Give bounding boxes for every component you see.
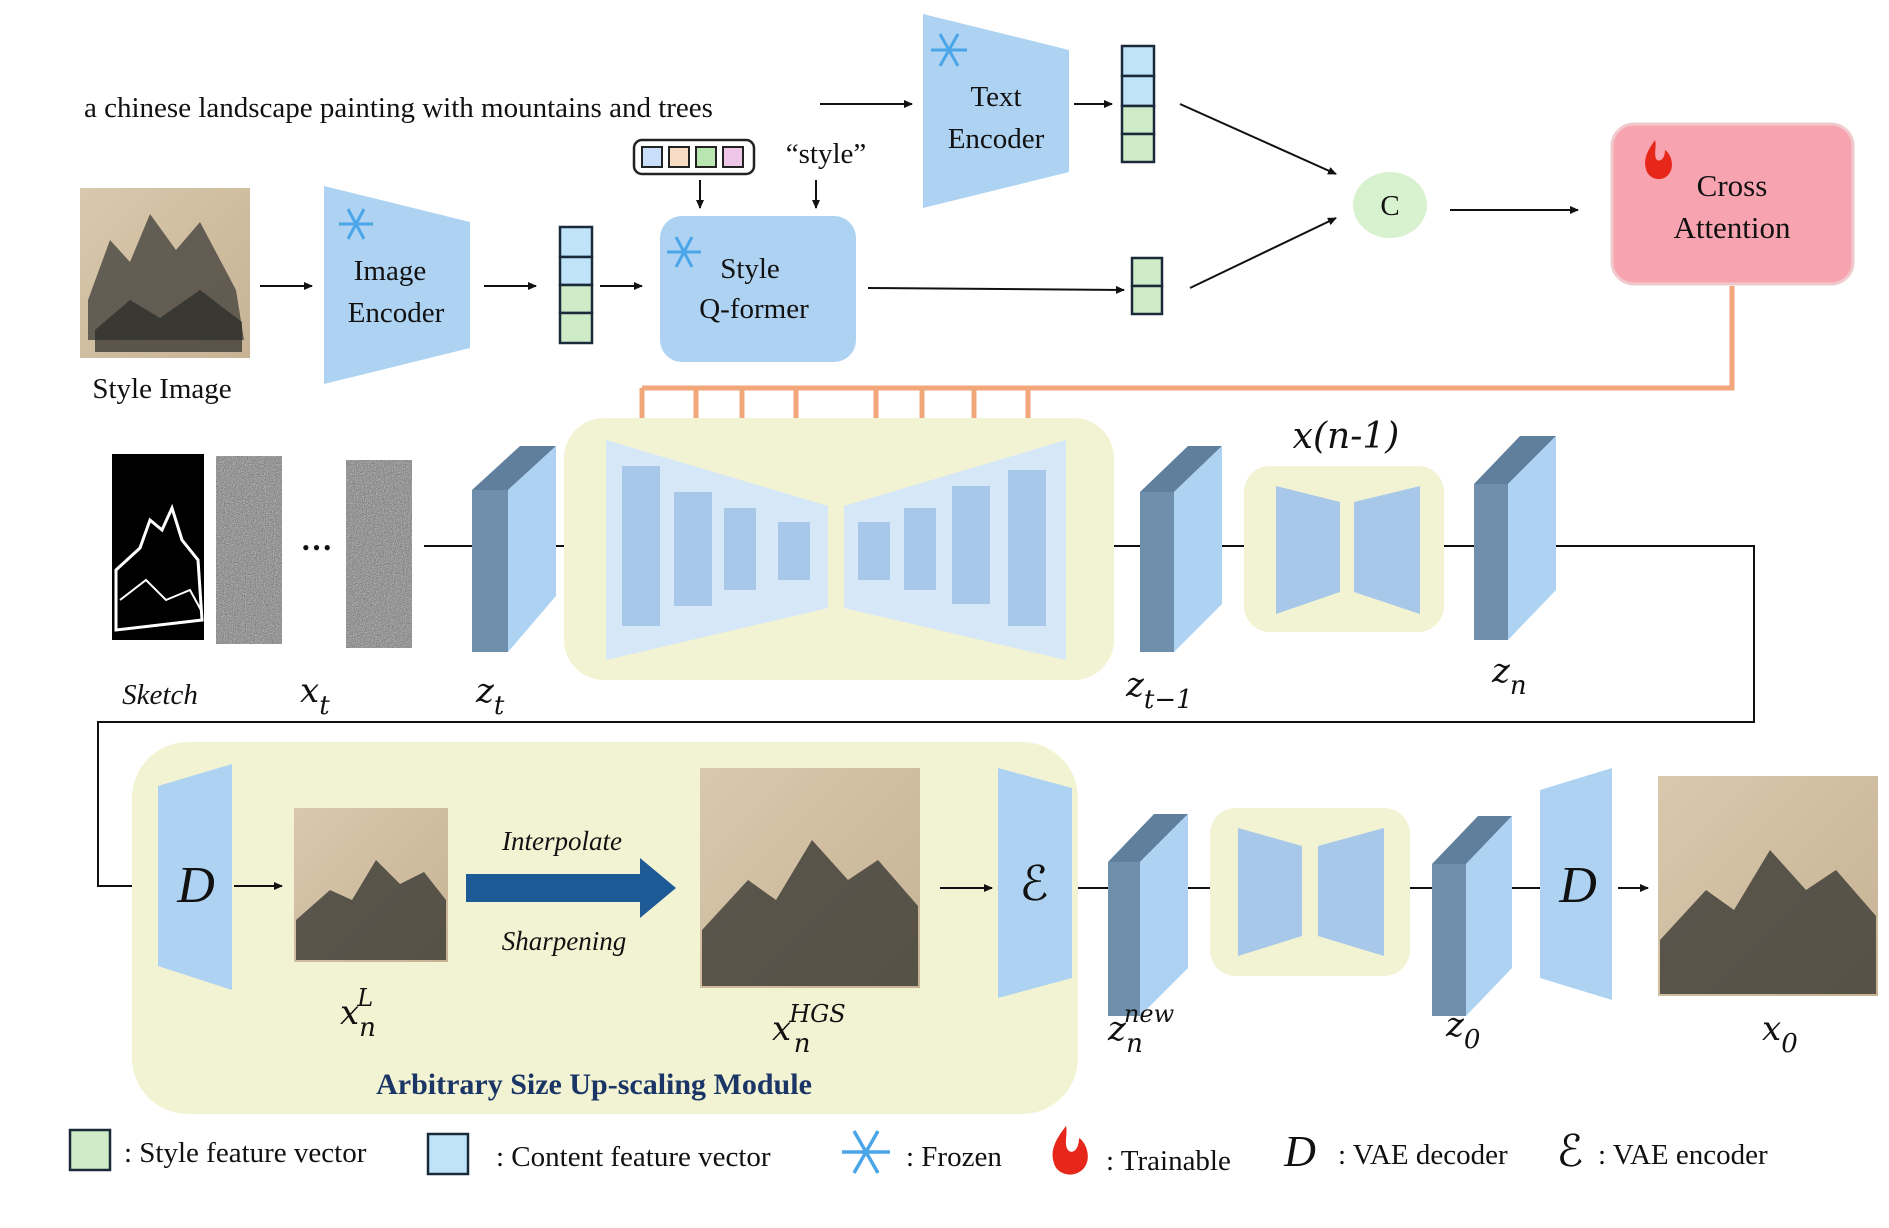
vae-decoder-1: D (158, 764, 232, 990)
decoder-symbol: D (176, 857, 215, 914)
legend-style-text: : Style feature vector (124, 1137, 367, 1169)
text-encoder-label-2: Encoder (948, 123, 1045, 155)
qformer-arrow (867, 285, 1125, 294)
hgs-image (700, 768, 920, 988)
ellipsis: ••• (302, 535, 334, 560)
style-word: “style” (786, 138, 867, 170)
concat-node: C (1353, 172, 1427, 238)
sketch-image (112, 454, 204, 640)
output-image (1658, 776, 1878, 996)
image-encoder: Image Encoder (324, 186, 470, 384)
style-qformer: Style Q-former (660, 216, 856, 362)
text-encoder-label-1: Text (970, 81, 1021, 113)
fire-icon (1645, 140, 1672, 180)
legend-encoder-symbol: ℰ (1557, 1127, 1584, 1176)
legend-decoder-text: : VAE decoder (1338, 1139, 1508, 1171)
zt1-label: zt−1 (1125, 665, 1193, 715)
unet-block (564, 418, 1114, 680)
xn1-label: x(n-1) (1293, 416, 1400, 457)
decoder-symbol-2: D (1558, 857, 1597, 914)
z0-latent (1432, 816, 1512, 1016)
snowflake-icon (931, 33, 967, 67)
cross-attention-block: Cross Attention (1610, 122, 1855, 286)
style-image-label: Style Image (92, 373, 231, 405)
snowflake-icon (339, 208, 373, 240)
style-to-concat-arrow (1189, 217, 1337, 289)
image-feature-vector (558, 225, 594, 345)
vae-decoder-2: D (1540, 768, 1612, 1000)
x0-label: x0 (1762, 1009, 1798, 1059)
z0-label: z0 (1445, 1005, 1480, 1055)
style-image (80, 188, 250, 358)
legend-frozen-text: : Frozen (906, 1141, 1002, 1173)
zt-latent (472, 446, 556, 652)
qformer-label-1: Style (720, 253, 780, 285)
znew-latent (1108, 814, 1188, 1016)
cross-attention-label-1: Cross (1697, 168, 1768, 203)
noise-image-2 (346, 460, 412, 648)
legend-trainable-text: : Trainable (1106, 1145, 1231, 1177)
style-feature-vector (1130, 256, 1164, 316)
qformer-label-2: Q-former (699, 293, 809, 325)
image-encoder-label-1: Image (354, 255, 426, 287)
xt-label: xt (300, 671, 330, 721)
vae-encoder: ℰ (998, 768, 1072, 998)
snowflake-icon (667, 236, 701, 268)
legend-content-swatch (426, 1132, 470, 1176)
low-res-image (294, 808, 448, 962)
final-unet-block (1210, 808, 1410, 976)
fire-icon (1052, 1126, 1088, 1175)
repeat-unet-block (1244, 466, 1444, 632)
loop-connector (97, 545, 1755, 890)
noise-image-1 (216, 456, 282, 644)
sketch-label: Sketch (122, 679, 198, 711)
text-encoder: Text Encoder (923, 14, 1069, 208)
module-title: Arbitrary Size Up-scaling Module (376, 1068, 812, 1101)
sharpening-label: Sharpening (502, 926, 627, 956)
zt-label: zt (475, 671, 505, 721)
legend-encoder-text: : VAE encoder (1598, 1139, 1768, 1171)
prompt-text: a chinese landscape painting with mounta… (84, 92, 713, 124)
cross-attention-bus (642, 286, 1735, 391)
cross-attention-label-2: Attention (1673, 210, 1791, 245)
legend-content-text: : Content feature vector (496, 1141, 771, 1173)
legend-decoder-symbol: D (1283, 1127, 1316, 1176)
image-encoder-label-2: Encoder (348, 297, 445, 329)
encoder-symbol: ℰ (1019, 858, 1048, 911)
legend: : Style feature vector : Content feature… (68, 1126, 1768, 1177)
interpolate-label: Interpolate (501, 826, 622, 856)
text-feature-vector (1120, 44, 1156, 164)
legend-style-swatch (68, 1128, 112, 1172)
zn-label: zn (1491, 651, 1527, 701)
concat-label: C (1380, 190, 1399, 222)
upscale-arrow (466, 858, 676, 918)
query-tokens (632, 138, 756, 176)
snowflake-icon (842, 1130, 890, 1174)
zt1-latent (1140, 446, 1222, 652)
text-to-concat-arrow (1179, 103, 1337, 175)
zn-latent (1474, 436, 1556, 640)
